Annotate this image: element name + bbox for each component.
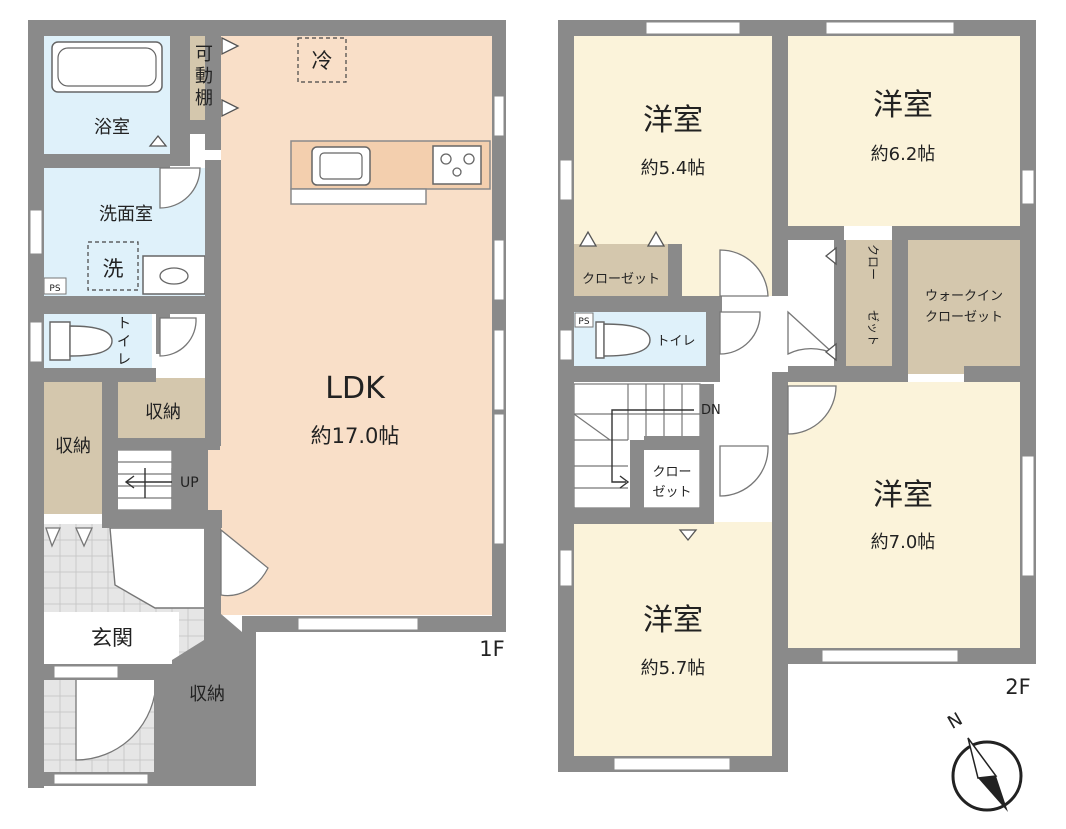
stove-icon <box>432 145 482 185</box>
room4-size: 約5.7帖 <box>641 658 706 679</box>
closet1-floor <box>574 244 668 296</box>
closet2-label-1: クロー <box>866 244 880 280</box>
sink-icon <box>311 146 371 186</box>
doors-2f <box>719 249 837 497</box>
ldk-floor <box>208 36 492 615</box>
bathtub-icon <box>51 41 163 93</box>
stair-arrow-icon <box>124 468 172 498</box>
closet2-label-2: ゼット <box>866 310 880 346</box>
room4-label: 洋室 <box>643 603 703 638</box>
compass-north-label: N <box>944 709 966 734</box>
floor-2: 洋室 約5.4帖 洋室 約6.2帖 洋室 約7.0帖 洋室 約5.7帖 クローゼ… <box>558 20 1036 772</box>
washer-mark: 洗 <box>103 257 124 281</box>
stair-dn-label: DN <box>701 403 721 418</box>
floor-2f-label: 2F <box>1005 675 1030 699</box>
stair-arrow-icon-2f <box>611 409 694 489</box>
room3-label: 洋室 <box>873 478 933 513</box>
toilet-icon <box>49 321 71 361</box>
room2-size: 約6.2帖 <box>871 144 936 165</box>
stair-up-label: UP <box>180 475 199 491</box>
shelf-arrows <box>148 36 240 147</box>
closet1-label: クローゼット <box>582 272 660 287</box>
entrance-label-bg <box>44 612 179 664</box>
floor-1: 浴室 洗面室 洗 冷 可 動 棚 PS ト イ レ 収納 収納 収納 UP LD… <box>28 20 506 788</box>
walkin-label-2: クローゼット <box>925 310 1003 325</box>
room2-label: 洋室 <box>873 88 933 123</box>
floor-1f-label: 1F <box>479 637 504 661</box>
toilet-label-1f-3: レ <box>117 352 131 368</box>
bath-label: 浴室 <box>94 117 130 138</box>
shelf-label-2: 動 <box>195 66 213 87</box>
closet2-floor <box>846 240 892 366</box>
closet3-label-2: ゼット <box>652 485 691 500</box>
toilet-label-1f-1: ト <box>117 316 131 332</box>
washroom-label: 洗面室 <box>99 204 153 225</box>
washbasin-icon <box>142 255 206 295</box>
ldk-size: 約17.0帖 <box>311 424 400 448</box>
washer-space <box>87 241 139 291</box>
room1-label: 洋室 <box>643 103 703 138</box>
ps-label-1f: PS <box>49 284 60 294</box>
stairs-1f <box>115 449 173 511</box>
room2-floor <box>788 36 1020 226</box>
storage-b-label: 収納 <box>55 436 91 457</box>
ps-label-2f: PS <box>578 317 589 327</box>
compass: N <box>944 709 1023 812</box>
room3-size: 約7.0帖 <box>871 532 936 553</box>
storage-c-label: 収納 <box>189 684 225 705</box>
storage-a-label: 収納 <box>145 402 181 423</box>
shelf-label-1: 可 <box>195 44 213 65</box>
entrance-label: 玄関 <box>91 626 133 650</box>
closet3-label-1: クロー <box>652 465 691 480</box>
toilet-label-2f: トイレ <box>656 334 695 349</box>
room3-floor <box>788 382 1020 648</box>
windows-2f <box>559 21 1035 771</box>
windows-1f <box>29 95 505 785</box>
ldk-label: LDK <box>325 371 386 406</box>
doors-1f <box>45 167 269 597</box>
walkin-label-1: ウォークイン <box>925 289 1003 304</box>
kitchen-counter-edge <box>290 188 427 205</box>
walkin-floor <box>908 240 1020 374</box>
closet-arrows-2f <box>578 230 837 542</box>
toilet-label-1f-2: イ <box>117 334 131 350</box>
storage-b <box>44 382 102 514</box>
room1-size: 約5.4帖 <box>641 158 706 179</box>
fridge-space <box>297 37 347 83</box>
fridge-mark: 冷 <box>312 49 333 73</box>
storage-a <box>118 378 208 438</box>
room4-floor <box>574 522 772 756</box>
toilet-icon-2f <box>595 321 605 359</box>
shelf-label-3: 棚 <box>195 88 213 109</box>
